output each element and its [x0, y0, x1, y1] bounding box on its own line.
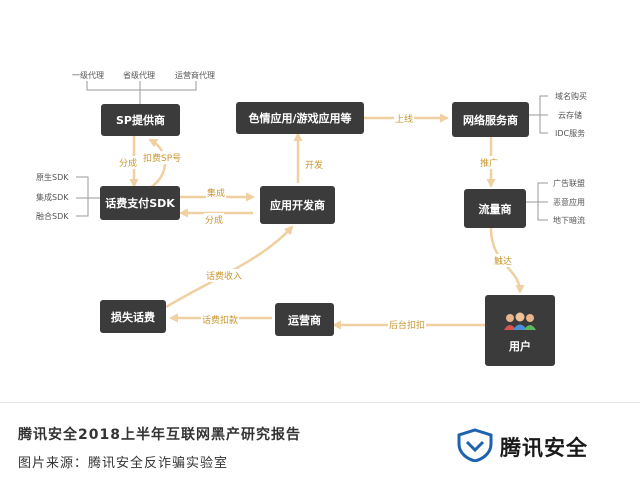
node-user-label: 用户 — [509, 340, 531, 353]
sp-subitem-3: 运营商代理 — [173, 70, 217, 81]
logo-text: 腾讯安全 — [500, 436, 588, 460]
footer-divider — [0, 402, 640, 403]
arrow-lostfee-to-appdev — [165, 225, 294, 309]
tencent-security-logo: 腾讯安全 — [456, 428, 626, 463]
arrow-sdk-to-sp — [148, 138, 167, 190]
node-payment-sdk: 话费支付SDK — [100, 186, 180, 220]
sp-subitems-bracket — [86, 81, 197, 91]
sdk-subitem-2: 集成SDK — [34, 192, 71, 203]
node-lost-fee: 损失话费 — [100, 300, 166, 333]
node-app-developer: 应用开发商 — [260, 186, 335, 224]
traffic-subitem-1: 广告联盟 — [551, 178, 587, 189]
edge-label-koufei-sp: 扣费SP号 — [142, 151, 183, 164]
node-network-service: 网络服务商 — [452, 102, 529, 137]
sdk-subitems-bracket — [76, 176, 89, 217]
traffic-subitem-2: 恶意应用 — [551, 197, 587, 208]
traffic-subitem-3: 地下暗流 — [551, 215, 587, 226]
edge-label-fencheng-2: 分成 — [204, 213, 225, 226]
node-operator: 运营商 — [275, 303, 334, 336]
edge-label-kaifa: 开发 — [304, 158, 325, 171]
sp-subitem-1: 一级代理 — [70, 70, 106, 81]
edge-label-shouru: 话费收入 — [205, 269, 244, 282]
node-sp-provider: SP提供商 — [101, 104, 180, 136]
edge-label-chuda: 触达 — [493, 254, 514, 267]
sdk-subitem-3: 融合SDK — [34, 211, 71, 222]
sp-subitem-2: 省级代理 — [121, 70, 157, 81]
edge-label-shangxian: 上线 — [394, 112, 415, 125]
flow-diagram: SP提供商 色情应用/游戏应用等 网络服务商 话费支付SDK 应用开发商 流量商… — [34, 70, 589, 366]
node-color-game-app: 色情应用/游戏应用等 — [236, 102, 364, 134]
node-traffic-provider: 流量商 — [464, 189, 526, 228]
report-title: 腾讯安全2018上半年互联网黑产研究报告 — [18, 427, 301, 443]
tencent-security-shield-icon — [457, 428, 493, 463]
network-subitem-3: IDC服务 — [553, 128, 588, 139]
network-subitem-1: 域名购买 — [553, 91, 589, 102]
edge-label-houtai: 后台扣扣 — [388, 318, 427, 331]
edge-label-fencheng-1: 分成 — [118, 156, 139, 169]
sdk-subitem-1: 原生SDK — [34, 172, 71, 183]
edge-label-jicheng: 集成 — [206, 186, 227, 199]
network-subitem-2: 云存储 — [556, 110, 584, 121]
user-group-icon — [504, 312, 536, 330]
image-source: 图片来源：腾讯安全反诈骗实验室 — [18, 456, 229, 471]
edge-label-kukuan: 话费扣款 — [201, 313, 240, 326]
node-user: 用户 — [485, 295, 555, 366]
edge-label-tuiguang: 推广 — [479, 156, 500, 169]
